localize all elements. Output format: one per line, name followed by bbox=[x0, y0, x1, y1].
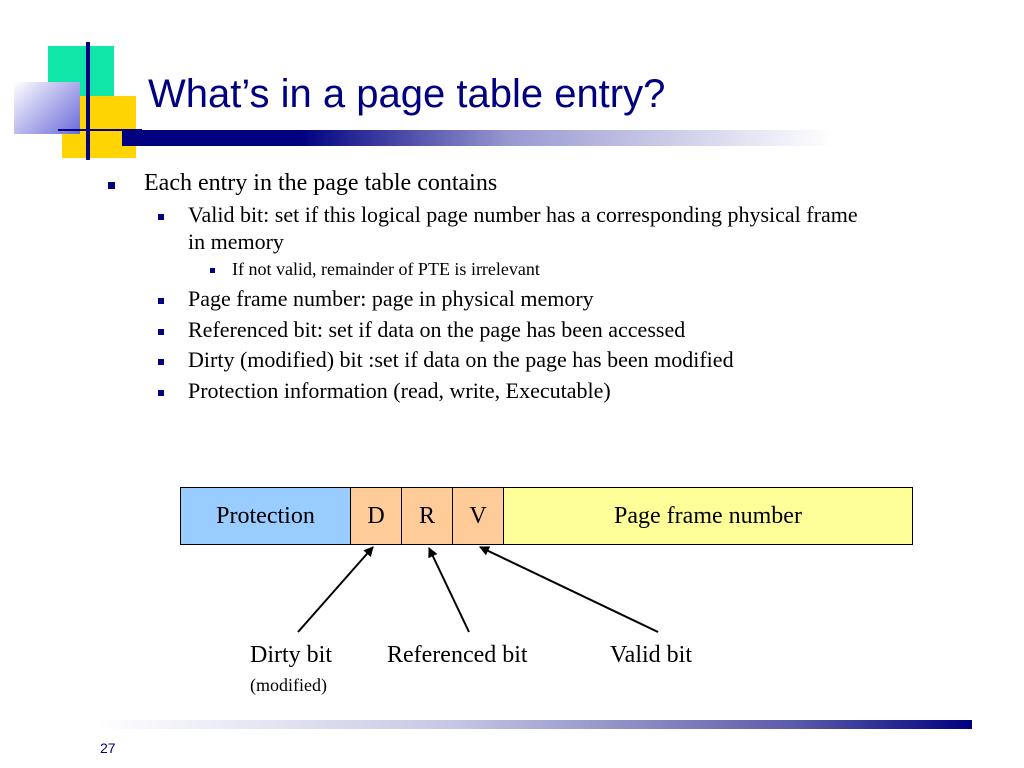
pte-frame-field: Page frame number bbox=[503, 487, 913, 545]
pte-valid-field: V bbox=[452, 487, 504, 545]
bullet-marker bbox=[158, 359, 164, 365]
bullet-protection: Protection information (read, write, Exe… bbox=[188, 378, 611, 403]
pte-protection-label: Protection bbox=[216, 502, 315, 529]
bullet-valid-line2: in memory bbox=[188, 229, 284, 254]
pte-protection-field: Protection bbox=[180, 487, 351, 545]
decor-purple-square bbox=[14, 82, 80, 134]
pte-valid-label: V bbox=[469, 502, 487, 529]
bullet-marker bbox=[108, 182, 115, 189]
bullet-valid-sub: If not valid, remainder of PTE is irrele… bbox=[232, 259, 540, 279]
dirty-bit-label: Dirty bit bbox=[250, 642, 332, 668]
pte-frame-label: Page frame number bbox=[614, 502, 802, 529]
valid-bit-label: Valid bit bbox=[610, 642, 692, 668]
bullet-dirty: Dirty (modified) bit :set if data on the… bbox=[188, 347, 734, 372]
referenced-arrow bbox=[428, 547, 470, 633]
bullet-marker bbox=[210, 268, 215, 273]
bullet-marker bbox=[158, 329, 164, 335]
footer-bar bbox=[96, 720, 972, 729]
title-underline bbox=[122, 130, 832, 146]
decor-horizontal-line bbox=[58, 129, 142, 131]
bullet-frame: Page frame number: page in physical memo… bbox=[188, 286, 594, 311]
bullet-marker bbox=[158, 214, 164, 220]
valid-arrow bbox=[479, 546, 659, 633]
bullet-main: Each entry in the page table contains bbox=[144, 170, 498, 196]
bullet-marker bbox=[158, 390, 164, 396]
dirty-arrow bbox=[297, 546, 374, 633]
pte-referenced-label: R bbox=[418, 502, 435, 529]
bullet-valid-line1: Valid bit: set if this logical page numb… bbox=[188, 202, 858, 227]
pte-dirty-label: D bbox=[367, 502, 385, 529]
bullet-referenced: Referenced bit: set if data on the page … bbox=[188, 317, 686, 342]
pte-dirty-field: D bbox=[350, 487, 402, 545]
bullet-marker bbox=[158, 298, 164, 304]
referenced-bit-label: Referenced bit bbox=[387, 642, 528, 668]
slide-title: What’s in a page table entry? bbox=[148, 72, 666, 116]
page-number: 27 bbox=[100, 740, 116, 756]
decor-vertical-line bbox=[86, 42, 90, 160]
dirty-bit-note: (modified) bbox=[250, 675, 327, 695]
